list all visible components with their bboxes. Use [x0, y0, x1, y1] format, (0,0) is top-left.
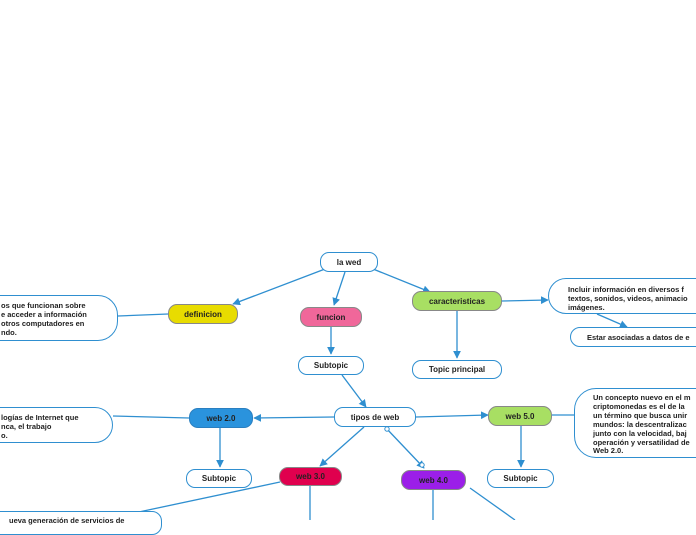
node-web-2[interactable]: web 2.0 [189, 408, 253, 428]
edge-subtopic-tipos [341, 374, 367, 408]
edge-tipos-web2 [253, 414, 335, 422]
node-funcion[interactable]: funcion [300, 307, 362, 327]
note-line: textos, sonidos, videos, animacio [568, 294, 688, 303]
note-caracteristicas-2[interactable]: Estar asociadas a datos de e [570, 327, 696, 347]
node-web-4[interactable]: web 4.0 [401, 470, 466, 490]
connector-lines [112, 268, 628, 520]
note-line: Un concepto nuevo en el m [593, 393, 691, 402]
note-line: o. [1, 431, 8, 440]
note-line: nca, el trabajo [1, 422, 52, 431]
edge-web3-note [119, 481, 281, 517]
note-web-3[interactable]: ueva generación de servicios de [0, 511, 162, 535]
node-web-5[interactable]: web 5.0 [488, 406, 552, 426]
edge-lawed-caracteristicas [372, 268, 431, 293]
node-subtopic-web2[interactable]: Subtopic [186, 469, 252, 488]
edge-caracteristicas-note1 [501, 296, 549, 305]
note-line: ndo. [1, 328, 17, 337]
note-line: Web 2.0. [593, 446, 624, 456]
node-definicion[interactable]: definicion [168, 304, 238, 324]
note-definicion[interactable]: os que funcionan sobre e acceder a infor… [0, 295, 118, 341]
node-subtopic-funcion[interactable]: Subtopic [298, 356, 364, 375]
connector-dot-tipos [384, 426, 390, 432]
edge-note1-note2 [596, 313, 628, 328]
note-line: logías de Internet que [1, 413, 79, 422]
edge-lawed-definicion [232, 268, 326, 306]
note-line: os que funcionan sobre [1, 301, 86, 310]
node-topic-principal[interactable]: Topic principal [412, 360, 502, 379]
note-line: un término que busca unir [593, 410, 688, 420]
note-line: otros computadores en [1, 319, 85, 328]
node-la-wed[interactable]: la wed [320, 252, 378, 272]
note-line: ueva generación de servicios de [9, 516, 125, 525]
connector-dot-web4 [419, 462, 425, 468]
edge-definicion-note [117, 313, 169, 317]
note-line: imágenes. [568, 303, 605, 312]
note-line: Estar asociadas a datos de e [587, 333, 690, 342]
node-caracteristicas[interactable]: caracteristicas [412, 291, 502, 311]
note-line: junto con la velocidad, baj [593, 428, 687, 438]
edge-tipos-web3 [319, 426, 365, 467]
note-line: e acceder a información [1, 310, 87, 319]
edge-web2-note [112, 415, 190, 419]
node-tipos-de-web[interactable]: tipos de web [334, 407, 416, 427]
edge-lawed-funcion [332, 271, 346, 306]
node-subtopic-web5[interactable]: Subtopic [487, 469, 554, 488]
note-caracteristicas-1[interactable]: Incluir información en diversos f textos… [548, 278, 696, 314]
note-line: operación y versatilidad de [593, 437, 690, 447]
edge-web4-right [469, 487, 516, 520]
edge-tipos-web4 [385, 427, 425, 469]
node-web-3[interactable]: web 3.0 [279, 467, 342, 486]
note-web-2[interactable]: logías de Internet que nca, el trabajo o… [0, 407, 113, 443]
note-web-5[interactable]: Un concepto nuevo en el m criptomonedas … [574, 388, 696, 458]
edge-tipos-web5 [415, 411, 489, 420]
note-line: Incluir información en diversos f [568, 285, 684, 294]
note-line: criptomonedas es el de la [593, 401, 685, 411]
note-line: mundos: la descentralizac [593, 419, 687, 429]
